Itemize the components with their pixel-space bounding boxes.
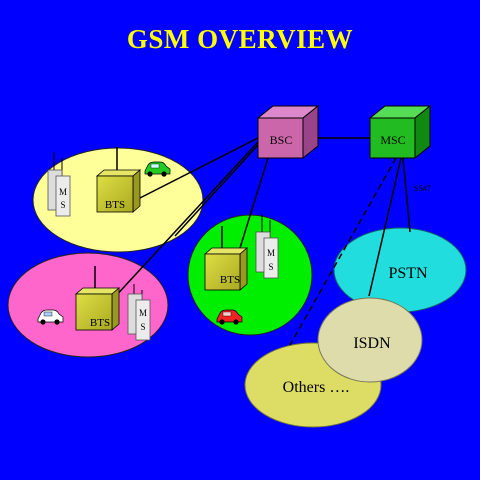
link-cell-yellow-edge (174, 144, 259, 237)
ms-letter-m: M (139, 308, 147, 318)
ms-letter-s: S (268, 262, 273, 272)
others-label: Others …. (283, 379, 350, 396)
ms-letter-s: S (60, 200, 65, 210)
ss7-label: SS#7 (414, 184, 431, 193)
ms-stack-yellow: M S (47, 152, 71, 217)
bts-label-3: BTS (220, 274, 240, 286)
link-msc-isdn (368, 157, 402, 297)
ms-stack-green: M S (255, 214, 279, 279)
bts-node-1: BTS (95, 147, 142, 213)
car-icon (144, 161, 171, 177)
ms-letter-m: M (59, 187, 67, 197)
ms-letter-m: M (267, 248, 275, 258)
link-bts3-bsc (239, 157, 269, 249)
bts-node-3: BTS (203, 226, 249, 291)
isdn-label: ISDN (353, 335, 391, 352)
car-icon (216, 309, 243, 325)
bts-label-2: BTS (90, 317, 110, 329)
car-icon (37, 309, 64, 325)
isdn-cloud (317, 297, 423, 383)
slide-title: GSM OVERVIEW (126, 24, 354, 54)
link-msc-pstn (402, 157, 411, 233)
ms-stack-pink: M S (127, 284, 151, 341)
links (111, 137, 411, 346)
msc-node: MSC (368, 104, 432, 160)
ms-letter-s: S (140, 322, 145, 332)
bts-label-1: BTS (105, 199, 125, 211)
link-bts2-bsc (111, 141, 259, 301)
msc-label: MSC (380, 133, 405, 147)
pstn-label: PSTN (388, 265, 428, 282)
bsc-label: BSC (270, 133, 293, 147)
link-msc-others (289, 157, 397, 346)
bts-node-2: BTS (74, 266, 121, 331)
link-bts1-bsc (135, 137, 259, 201)
bsc-node: BSC (256, 104, 320, 160)
